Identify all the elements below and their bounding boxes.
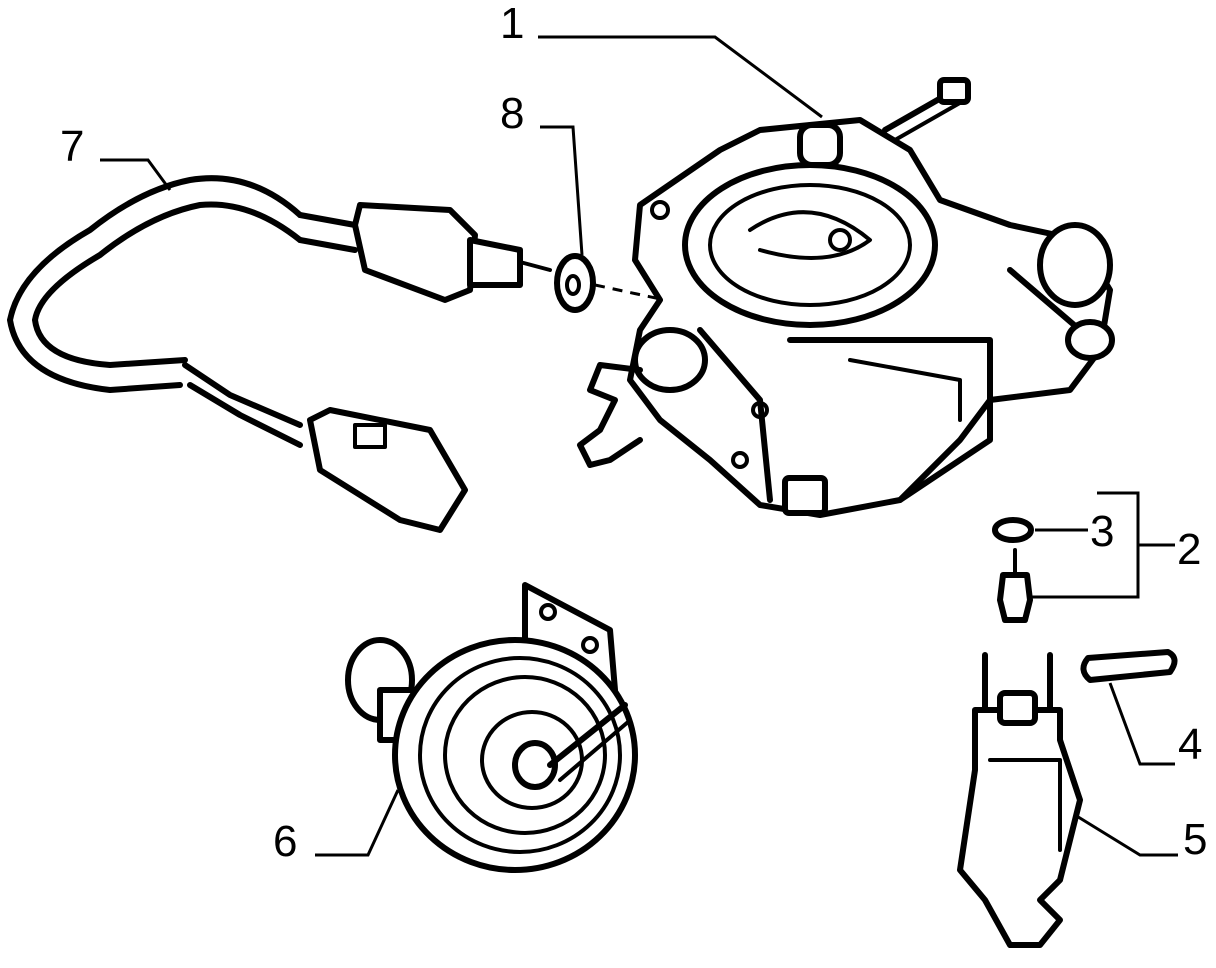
part-7-sensor-harness [7, 175, 552, 533]
part-8-washer [554, 253, 596, 313]
callout-8: 8 [500, 89, 525, 138]
leader-7 [100, 158, 172, 191]
part-1-throttle-body [577, 77, 1115, 518]
assembly-line [594, 283, 666, 302]
callout-1: 1 [500, 0, 525, 48]
part-6-vacuum-actuator [345, 582, 638, 873]
callout-4: 4 [1178, 720, 1203, 769]
leader-2 [1030, 491, 1175, 599]
leader-1 [538, 35, 823, 119]
leader-8 [540, 125, 584, 256]
callout-3: 3 [1090, 507, 1115, 556]
part-4-pin [1080, 649, 1178, 683]
callout-2: 2 [1177, 525, 1202, 574]
part-2-3-screw-clip [992, 517, 1034, 623]
leader-4 [1108, 682, 1175, 766]
callout-7: 7 [60, 122, 85, 171]
callout-5: 5 [1183, 815, 1208, 864]
part-5-bracket [957, 652, 1083, 948]
leader-6 [315, 789, 400, 857]
callout-6: 6 [273, 817, 298, 866]
leader-5 [1074, 813, 1178, 857]
leader-lines [100, 35, 1178, 857]
